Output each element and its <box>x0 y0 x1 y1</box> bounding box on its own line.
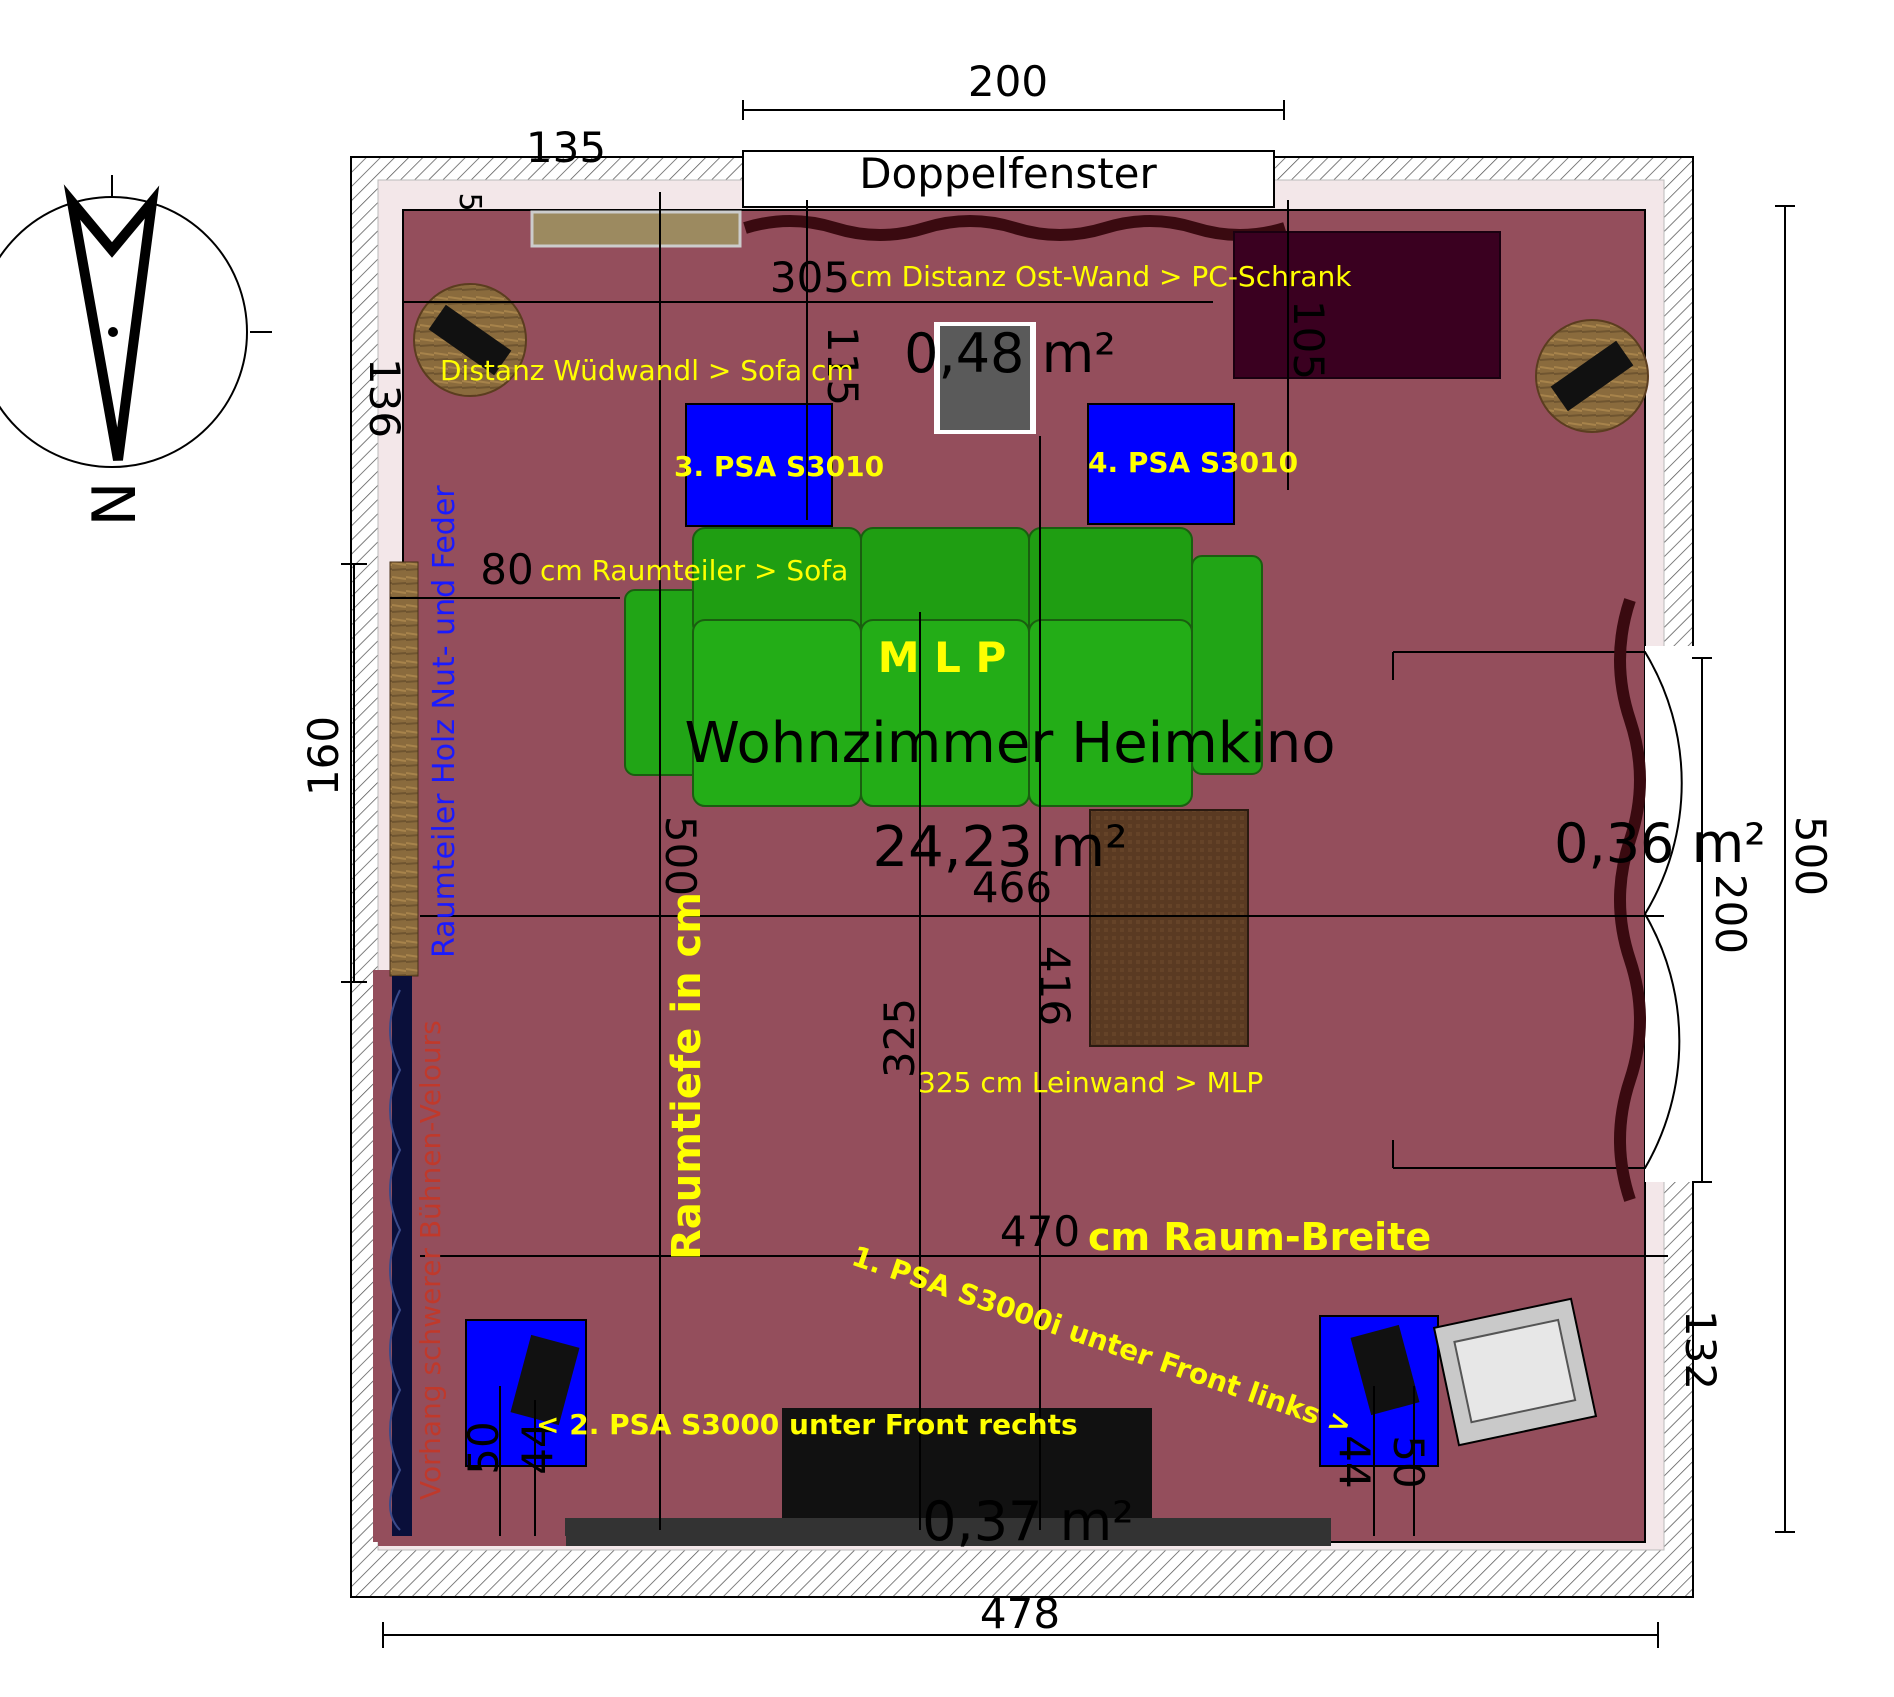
label-divider: Raumteiler Holz Nut- und Feder <box>427 485 462 958</box>
dim-80: 80 <box>480 545 533 594</box>
rug <box>1089 809 1249 1047</box>
dim-416: 416 <box>1030 946 1079 1026</box>
window-alcove-unit <box>934 322 1036 434</box>
curtain-folds <box>389 989 402 1531</box>
area-screen: 0,37 m² <box>922 1490 1134 1553</box>
label-pc-dist: cm Distanz Ost-Wand > PC-Schrank <box>850 260 1352 293</box>
subwoofer-right <box>1535 319 1649 433</box>
dim-5: 5 <box>452 192 487 211</box>
dim-115: 115 <box>818 326 867 406</box>
dim-132: 132 <box>1676 1310 1725 1390</box>
projector <box>1432 1297 1598 1447</box>
door-swing-icon <box>1393 651 1683 915</box>
dim-44-left: 44 <box>513 1421 562 1474</box>
speaker-1 <box>1319 1315 1439 1467</box>
dim-135: 135 <box>526 123 606 172</box>
speaker-2 <box>465 1319 587 1467</box>
dim-50-left: 50 <box>459 1421 508 1474</box>
room-title: Wohnzimmer Heimkino <box>684 711 1335 776</box>
dim-window-200: 200 <box>968 57 1048 106</box>
label-speaker-3: 3. PSA S3010 <box>674 450 884 483</box>
room-divider <box>389 561 419 977</box>
dim-466: 466 <box>972 863 1052 912</box>
pc-cabinet <box>1233 231 1501 379</box>
label-speaker-2: < 2. PSA S3000 unter Front rechts <box>536 1408 1078 1441</box>
area-window-alcove: 0,48 m² <box>904 322 1116 385</box>
subwoofer-left <box>413 283 527 397</box>
area-door: 0,36 m² <box>1554 812 1766 875</box>
label-width: cm Raum-Breite <box>1088 1215 1431 1259</box>
label-curtain: Vorhang schwerer Bühnen-Velours <box>414 1020 447 1500</box>
dim-136: 136 <box>360 358 409 438</box>
door <box>1392 598 1697 1202</box>
label-speaker-4: 4. PSA S3010 <box>1088 446 1298 479</box>
dim-50-right: 50 <box>1384 1435 1433 1488</box>
label-depth: Raumtiefe in cm <box>664 892 710 1260</box>
dimension-lines <box>341 100 1795 1648</box>
bottom-floor-strip <box>378 1536 566 1546</box>
dim-200-door: 200 <box>1706 874 1755 954</box>
dim-478: 478 <box>980 1589 1060 1638</box>
dim-160: 160 <box>299 716 348 796</box>
speaker-4 <box>1087 403 1235 525</box>
dim-500-inner: 500 <box>656 816 705 896</box>
double-window: Doppelfenster <box>742 149 1287 241</box>
screen-bar <box>565 1518 1331 1546</box>
mlp-label: M L P <box>878 633 1007 682</box>
dim-500-outer: 500 <box>1786 816 1835 896</box>
label-wall-sofa: Distanz Wüdwandl > Sofa cm <box>440 354 854 387</box>
compass-north-icon: N <box>0 175 272 526</box>
room-area: 24,23 m² <box>872 815 1127 880</box>
dim-305: 305 <box>770 253 850 302</box>
radiator <box>530 210 742 248</box>
sofa <box>624 527 1263 807</box>
tv-console <box>782 1408 1152 1522</box>
label-screen-mlp: 325 cm Leinwand > MLP <box>918 1066 1263 1099</box>
dim-325: 325 <box>875 998 924 1078</box>
compass-n: N <box>80 482 150 527</box>
window-label: Doppelfenster <box>859 149 1157 198</box>
dim-105: 105 <box>1284 300 1333 380</box>
dim-470: 470 <box>1000 1207 1080 1256</box>
dim-44-right: 44 <box>1330 1435 1379 1488</box>
label-divider-sofa: cm Raumteiler > Sofa <box>540 554 848 587</box>
